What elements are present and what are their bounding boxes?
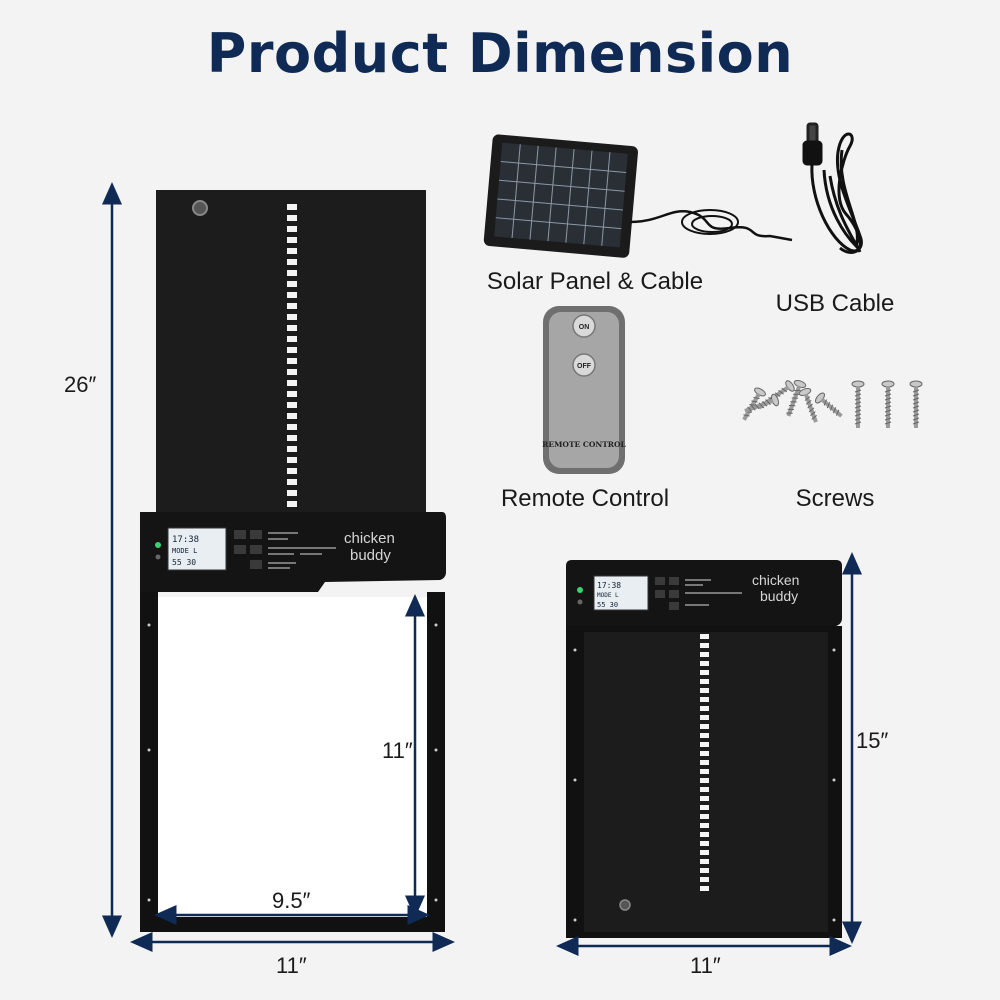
small-width-label: 11″ [690, 953, 721, 978]
frame-right [427, 592, 445, 932]
screws-label: Screws [795, 485, 875, 512]
lcd-line2: MODE L [172, 547, 197, 555]
frame-left [140, 592, 158, 932]
vent-slots [700, 634, 709, 891]
lcd-screen [593, 575, 649, 611]
main-door: 17:38 MODE L 55 30 chicken buddy [140, 190, 446, 932]
frame-bottom [140, 917, 445, 932]
opening-height-label: 11″ [382, 738, 413, 763]
svg-text:REMOTE CONTROL: REMOTE CONTROL [542, 440, 626, 449]
svg-text:OFF: OFF [577, 363, 592, 370]
svg-text:ON: ON [579, 324, 590, 331]
screws-icon [742, 380, 923, 428]
height-label: 26″ [64, 372, 97, 397]
lcd-screen [167, 527, 227, 571]
small-height-label: 15″ [856, 728, 889, 753]
brand-line1: chicken [752, 572, 799, 588]
solar-panel-icon [483, 134, 793, 258]
status-led-icon [155, 542, 161, 548]
brand-line2: buddy [350, 547, 391, 564]
opening-width-label: 9.5″ [272, 888, 311, 913]
remote-control-label: Remote Control [500, 485, 670, 512]
page-title: Product Dimension [206, 22, 794, 85]
small-door: 17:38 MODE L 55 30 chicken buddy [566, 560, 842, 938]
lcd-line1: 17:38 [172, 535, 199, 545]
lcd-line3: 55 30 [597, 601, 618, 609]
status-led-icon [577, 587, 583, 593]
vent-slots [287, 204, 297, 507]
lcd-line1: 17:38 [597, 581, 621, 590]
lcd-line2: MODE L [597, 592, 619, 599]
usb-cable-icon [802, 122, 863, 254]
width-label: 11″ [276, 953, 307, 978]
brand-line1: chicken [344, 530, 395, 547]
screw-icon [619, 899, 631, 911]
door-opening [158, 597, 427, 917]
control-buttons [234, 530, 262, 569]
solar-panel-label: Solar Panel & Cable [486, 268, 704, 295]
usb-cable-label: USB Cable [775, 290, 895, 317]
screw-icon [192, 200, 208, 216]
control-buttons [655, 577, 679, 610]
remote-control-icon: ON OFF REMOTE CONTROL [542, 306, 627, 474]
brand-line2: buddy [760, 588, 798, 604]
lcd-line3: 55 30 [172, 558, 196, 567]
